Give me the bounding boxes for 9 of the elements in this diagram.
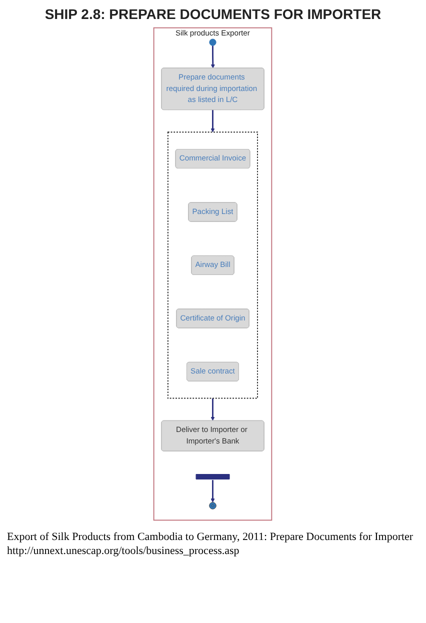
diagram-title: SHIP 2.8: PREPARE DOCUMENTS FOR IMPORTER (44, 6, 382, 22)
arrow (211, 46, 216, 68)
figure-caption: Export of Silk Products from Cambodia to Germany, 2011: Prepare Documents for Importer (7, 531, 414, 543)
arrow (210, 398, 216, 421)
cluster (168, 132, 258, 399)
node-circle (209, 38, 217, 46)
source-url: http://unnext.unescap.org/tools/business_process.asp (7, 545, 240, 557)
arrow (210, 480, 216, 503)
arrow (210, 110, 216, 132)
